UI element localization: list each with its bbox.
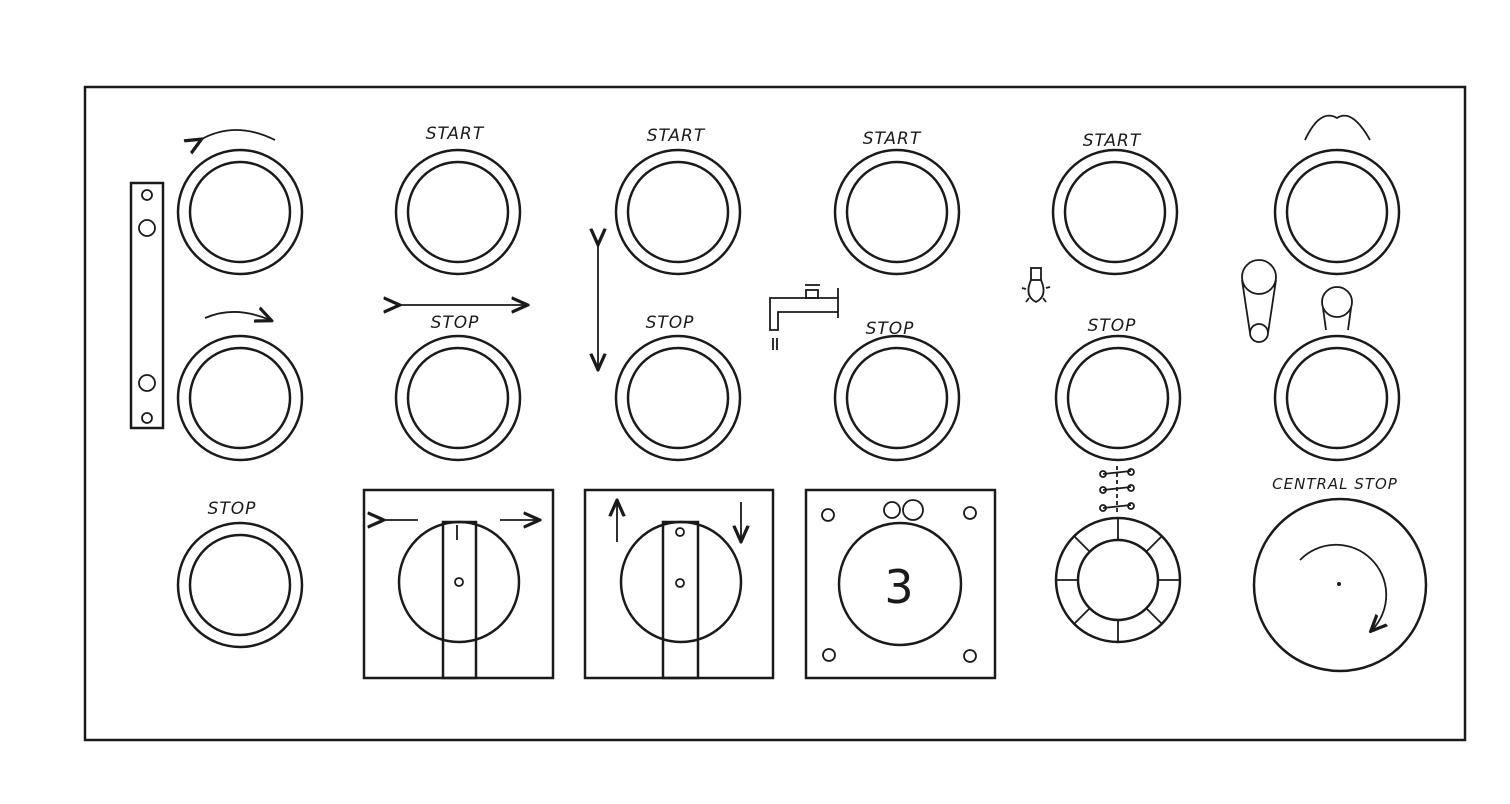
- button-col2-start[interactable]: [394, 148, 522, 276]
- button-rotate-left[interactable]: [176, 148, 304, 276]
- col2-stop-label: STOP: [431, 313, 480, 333]
- water-tap-icon: [769, 284, 839, 350]
- button-col3-start[interactable]: [614, 148, 742, 276]
- col1-stop-label: STOP: [208, 499, 257, 519]
- gauge-number: 3: [884, 560, 913, 614]
- rotate-right-icon: [204, 312, 270, 320]
- central-stop-button[interactable]: [1252, 497, 1428, 673]
- button-col1-stop[interactable]: [176, 521, 304, 649]
- rotate-icon: [1299, 543, 1386, 630]
- button-rotate-right[interactable]: [176, 334, 304, 462]
- light-bulb-icon: [1021, 267, 1051, 304]
- col5-start-label: START: [1083, 131, 1142, 151]
- button-col6-top[interactable]: [1273, 148, 1401, 276]
- button-col2-stop[interactable]: [394, 334, 522, 462]
- col5-stop-label: STOP: [1088, 316, 1137, 336]
- mounting-bar: [129, 181, 165, 430]
- col3-stop-label: STOP: [646, 313, 695, 333]
- button-col4-start[interactable]: [833, 148, 961, 276]
- panel-border: [83, 85, 1467, 742]
- button-col6-bottom[interactable]: [1273, 334, 1401, 462]
- button-col5-stop[interactable]: [1054, 334, 1182, 462]
- switch-contacts-icon: [1099, 466, 1135, 512]
- col2-start-label: START: [426, 124, 485, 144]
- mushroom-handle-icon: [1241, 259, 1353, 343]
- central-stop-label: CENTRAL STOP: [1272, 475, 1398, 493]
- col4-stop-label: STOP: [866, 319, 915, 339]
- button-col3-stop[interactable]: [614, 334, 742, 462]
- gauge-unit: 3: [804, 488, 997, 680]
- rotary-switch-vertical[interactable]: [583, 488, 775, 680]
- rotate-left-icon: [200, 129, 276, 140]
- button-col4-stop[interactable]: [833, 334, 961, 462]
- selector-ring[interactable]: [1054, 516, 1182, 644]
- col3-start-label: START: [647, 126, 706, 146]
- rotary-switch-horizontal[interactable]: [362, 488, 555, 680]
- hump-icon: [1304, 114, 1371, 141]
- col4-start-label: START: [863, 129, 922, 149]
- button-col5-start[interactable]: [1051, 148, 1179, 276]
